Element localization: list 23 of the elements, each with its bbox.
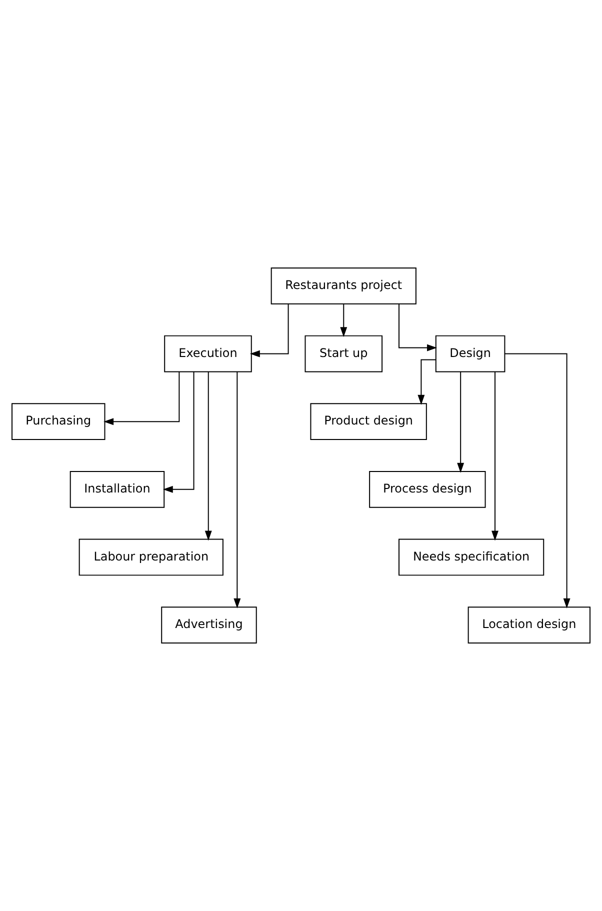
arrow	[104, 371, 180, 426]
arrow	[492, 371, 498, 541]
node-box: Needs specification	[398, 538, 544, 576]
arrow	[418, 359, 436, 405]
arrow	[234, 372, 241, 608]
node-box: Design	[435, 335, 506, 372]
arrow	[162, 371, 194, 493]
arrow	[250, 304, 289, 358]
node-box: Purchasing	[12, 403, 106, 440]
node-box: Location design	[468, 606, 590, 644]
arrow	[398, 304, 437, 352]
node-box: Product design	[310, 403, 427, 440]
arrow	[457, 371, 464, 473]
node-box: Advertising	[161, 606, 257, 644]
node-box: Process design	[369, 470, 486, 508]
arrow	[204, 371, 212, 541]
node-box: Labour preparation	[78, 538, 224, 576]
arrow	[340, 304, 348, 338]
node-box: Installation	[70, 470, 165, 508]
node-box: Execution	[164, 335, 252, 372]
arrow	[504, 353, 570, 608]
node-box: Restaurants project	[270, 268, 416, 304]
node-box: Start up	[304, 335, 383, 372]
